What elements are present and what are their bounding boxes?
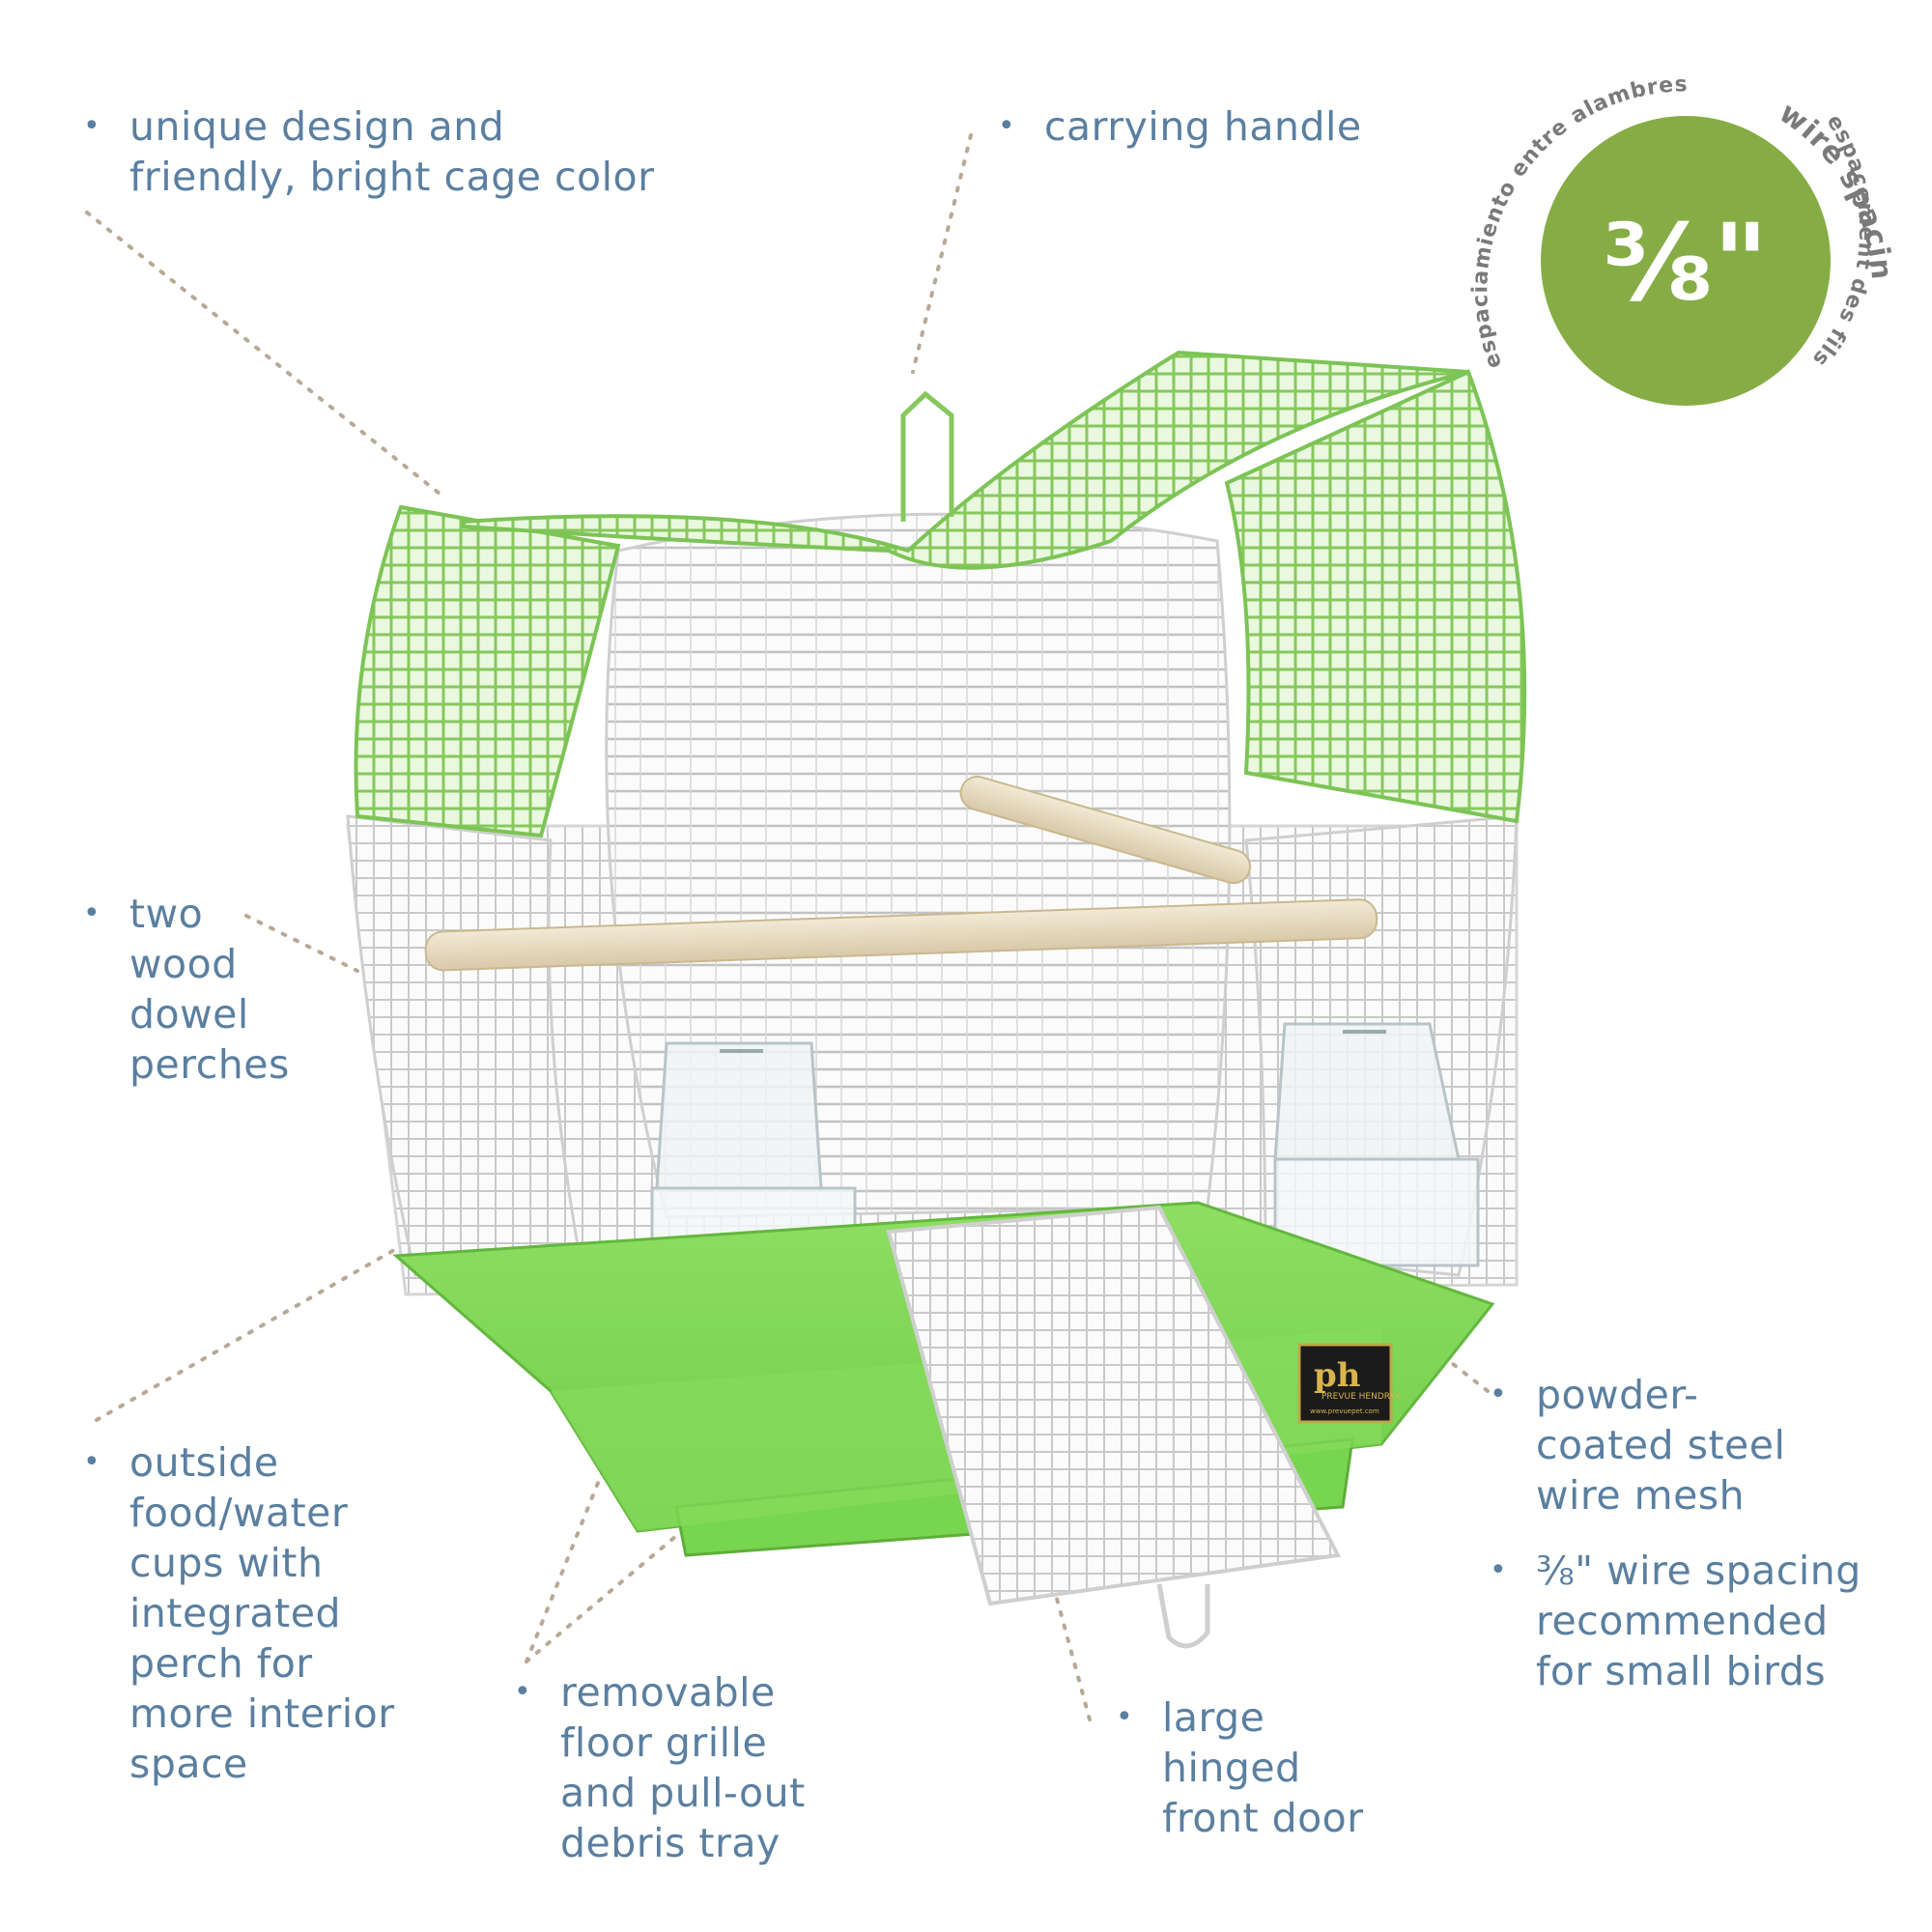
- door-latch: [1156, 1583, 1210, 1649]
- feature-floor-text: removable floor grille and pull-out debr…: [560, 1669, 806, 1866]
- badge-value: ⅜": [1603, 201, 1768, 325]
- cage-left-wall: [346, 814, 582, 1277]
- feature-design-text: unique design and friendly, bright cage …: [129, 103, 655, 200]
- feature-perches-text: two wood dowel perches: [129, 891, 290, 1088]
- lower-perch: [424, 898, 1378, 972]
- feature-mesh-text: powder- coated steel wire mesh: [1536, 1372, 1786, 1519]
- brand-name: PREVUE HENDRYX: [1321, 1392, 1401, 1402]
- bullet-dot: •: [514, 1675, 532, 1709]
- roof-left-green: [354, 504, 621, 838]
- feature-cups-text: outside food/water cups with integrated …: [129, 1439, 395, 1787]
- brand-url: www.prevuepet.com: [1310, 1407, 1379, 1415]
- carrying-handle: [900, 390, 954, 522]
- cage-front-panel: [605, 512, 1232, 1219]
- feature-spacing-text: ⅜" wire spacing recommended for small bi…: [1536, 1548, 1861, 1694]
- wire-spacing-badge: espaciamiento entre alambres wire spacin…: [172, 0, 1932, 406]
- brand-label: ph PREVUE HENDRYX www.prevuepet.com: [1297, 1343, 1401, 1424]
- leader-door: [1051, 1582, 1092, 1721]
- feature-door: • large hinged front door: [1116, 1692, 1413, 1843]
- feature-cups: • outside food/water cups with integrate…: [83, 1437, 458, 1789]
- feature-handle: • carrying handle: [998, 101, 1431, 152]
- feature-floor: • removable floor grille and pull-out de…: [514, 1667, 869, 1868]
- brand-logo-mark: ph: [1314, 1356, 1361, 1395]
- leader-handle: [911, 133, 973, 374]
- leader-floor-2: [525, 1534, 678, 1663]
- bullet-dot: •: [998, 109, 1016, 143]
- feature-perches: • two wood dowel perches: [83, 889, 381, 1090]
- bullet-dot: •: [1490, 1553, 1508, 1587]
- badge-circle: [1541, 116, 1831, 406]
- feature-design: • unique design and friendly, bright cag…: [83, 101, 767, 202]
- bullet-dot: •: [83, 109, 101, 143]
- leader-design: [85, 211, 446, 499]
- feature-door-text: large hinged front door: [1162, 1694, 1364, 1841]
- bullet-dot: •: [83, 896, 101, 930]
- feature-spacing: • ⅜" wire spacing recommended for small …: [1490, 1546, 1903, 1696]
- bullet-dot: •: [83, 1445, 101, 1479]
- feature-mesh: • powder- coated steel wire mesh: [1490, 1370, 1855, 1520]
- bullet-dot: •: [1490, 1378, 1508, 1411]
- roof-top-green: [462, 350, 1469, 570]
- upper-perch: [959, 776, 1251, 885]
- front-door: [886, 1205, 1342, 1606]
- feature-handle-text: carrying handle: [1044, 103, 1362, 150]
- roof-right-green: [1224, 369, 1527, 824]
- bullet-dot: •: [1116, 1700, 1134, 1734]
